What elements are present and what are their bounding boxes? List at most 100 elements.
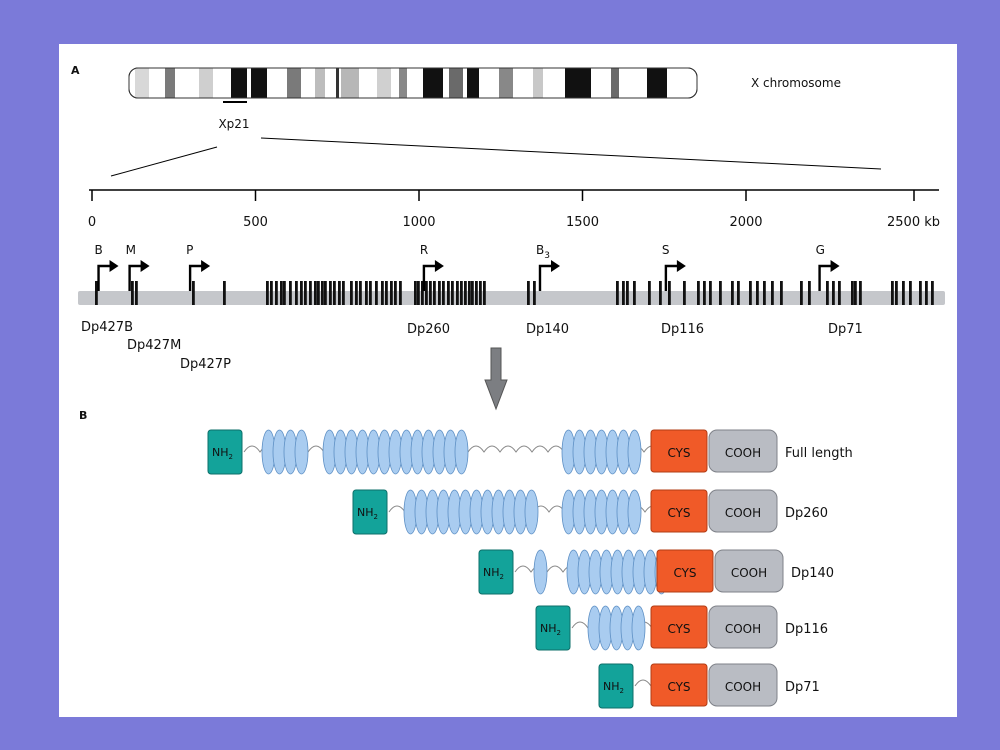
exon-mark [659, 281, 662, 305]
cooh-domain [708, 429, 778, 473]
band-label-xp21: Xp21 [218, 117, 249, 131]
nh2-domain [598, 663, 634, 709]
exon-mark [468, 281, 471, 305]
protein-name: Dp116 [785, 622, 828, 637]
exon-mark [338, 281, 341, 305]
cooh-domain [708, 663, 778, 707]
exon-mark [280, 281, 283, 305]
exon-mark [471, 281, 474, 305]
exon-mark [737, 281, 740, 305]
exon-mark [329, 281, 332, 305]
exon-mark [719, 281, 722, 305]
exon-mark [456, 281, 459, 305]
exon-mark [527, 281, 530, 305]
nh2-label: NH2 [483, 566, 504, 581]
exon-mark [223, 281, 226, 305]
zoom-line-left [110, 146, 218, 177]
exon-mark [851, 281, 854, 305]
exon-mark [648, 281, 651, 305]
exon-mark [902, 281, 905, 305]
cys-label: CYS [673, 566, 696, 580]
promoter-label: G [816, 243, 825, 257]
dmd-gene-bar [78, 291, 945, 305]
nh2-domain [535, 605, 571, 651]
exon-mark [304, 281, 307, 305]
exon-mark [925, 281, 928, 305]
exon-mark [464, 281, 467, 305]
exon-mark [359, 281, 362, 305]
promoter-label: P [186, 243, 193, 257]
exon-mark [633, 281, 636, 305]
promoter-label: B [95, 243, 103, 257]
exon-mark [192, 281, 195, 305]
scale-tick-label: 2000 [729, 215, 762, 230]
cys-label: CYS [667, 506, 690, 520]
promoter-label: B3 [536, 243, 550, 261]
spectrin-repeat [627, 489, 642, 535]
promoter-p: P [186, 243, 211, 291]
nh2-domain [207, 429, 243, 475]
promoter-s: S [662, 243, 686, 291]
exon-mark [394, 281, 397, 305]
exon-mark [622, 281, 625, 305]
exon-mark [375, 281, 378, 305]
exon-mark [438, 281, 441, 305]
exon-mark [321, 281, 324, 305]
cooh-label: COOH [731, 566, 767, 580]
down-arrow-icon [484, 347, 508, 411]
linker-line [634, 679, 652, 687]
exon-mark [451, 281, 454, 305]
exon-mark [475, 281, 478, 305]
exon-mark [703, 281, 706, 305]
exon-mark [131, 281, 134, 305]
panel-a-label: A [71, 64, 80, 77]
cys-domain [656, 549, 714, 593]
exon-mark [771, 281, 774, 305]
exon-mark [895, 281, 898, 305]
promoter-g: G [816, 243, 840, 291]
exon-mark [385, 281, 388, 305]
chromosome-label: X chromosome [751, 76, 841, 90]
exon-mark [800, 281, 803, 305]
exon-mark [135, 281, 138, 305]
exon-mark [369, 281, 372, 305]
exon-mark [460, 281, 463, 305]
promoter-b: B [95, 243, 119, 291]
promoter-label: M [126, 243, 136, 257]
exon-mark [365, 281, 368, 305]
exon-mark [832, 281, 835, 305]
exon-mark [270, 281, 273, 305]
cys-domain [650, 605, 708, 649]
exon-mark [859, 281, 862, 305]
exon-mark [442, 281, 445, 305]
scale-tick-label: 2500 kb [887, 215, 940, 230]
exon-mark [731, 281, 734, 305]
isoform-label: Dp260 [407, 322, 450, 337]
exon-mark [95, 281, 98, 305]
exon-mark [780, 281, 783, 305]
exon-mark [342, 281, 345, 305]
exon-mark [763, 281, 766, 305]
spectrin-repeat [533, 549, 548, 595]
exon-mark [350, 281, 353, 305]
isoform-label: Dp140 [526, 322, 569, 337]
isoform-label: Dp116 [661, 322, 704, 337]
exon-mark [479, 281, 482, 305]
exon-mark [931, 281, 934, 305]
exon-mark [317, 281, 320, 305]
exon-mark [483, 281, 486, 305]
scale-tick-label: 1000 [402, 215, 435, 230]
exon-mark [626, 281, 629, 305]
exon-mark [909, 281, 912, 305]
exon-mark [838, 281, 841, 305]
exon-mark [275, 281, 278, 305]
spectrin-repeat [454, 429, 469, 475]
cys-label: CYS [667, 622, 690, 636]
